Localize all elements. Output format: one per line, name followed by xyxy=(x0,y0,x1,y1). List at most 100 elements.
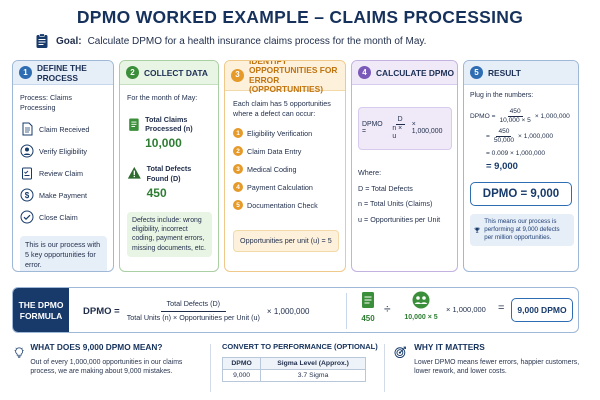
warning-icon xyxy=(127,167,141,179)
panel-identify-opportunities: 3 IDENTIFY OPPORTUNITIES FOR ERROR (OPPO… xyxy=(224,60,346,272)
why-title: WHY IT MATTERS xyxy=(414,342,485,352)
formula-numerator: D xyxy=(395,116,405,125)
clipboard-goal-icon xyxy=(36,33,48,48)
result-note: This means our process is performing at … xyxy=(484,217,560,241)
process-step: Review Claim xyxy=(20,162,107,184)
goal-row: Goal: Calculate DPMO for a health insura… xyxy=(34,33,426,49)
people-icon xyxy=(412,291,430,309)
result-badge: DPMO = 9,000 xyxy=(470,181,572,206)
result-equals-2: = xyxy=(486,133,490,141)
formula-band: THE DPMO FORMULA DPMO = Total Defects (D… xyxy=(12,287,579,333)
result-line-4: = 9,000 xyxy=(486,160,518,172)
result-denominator-1: 10,000 × 5 xyxy=(499,116,531,124)
result-numerator-1: 450 xyxy=(507,108,523,117)
panel-title: RESULT xyxy=(488,67,521,78)
convert-section: CONVERT TO PERFORMANCE (OPTIONAL) DPMO S… xyxy=(221,342,382,394)
process-step: Close Claim xyxy=(20,206,107,228)
opportunity-label: Payment Calculation xyxy=(247,182,313,192)
process-step-label: Make Payment xyxy=(39,190,87,200)
definition-opportunities: u = Opportunities per Unit xyxy=(358,214,441,224)
units-value: 10,000 xyxy=(145,136,182,151)
opportunity-number: 1 xyxy=(233,128,243,139)
document-icon xyxy=(22,122,33,136)
result-multiplier-1: × 1,000,000 xyxy=(534,112,570,120)
formula-lhs: DPMO = xyxy=(83,305,120,317)
panel-result: 5 RESULT Plug in the numbers: DPMO = 450… xyxy=(463,60,579,272)
process-step: Claim Received xyxy=(20,118,107,140)
opportunity-number: 4 xyxy=(233,182,243,193)
table-header: DPMO xyxy=(221,357,262,370)
defects-note: Defects include: wrong eligibility, inco… xyxy=(127,211,212,257)
definition-units: n = Total Units (Claims) xyxy=(358,199,433,209)
formula-multiplier: × 1,000,000 xyxy=(266,306,310,316)
formula-defects-number: 450 xyxy=(361,314,375,323)
step-number: 5 xyxy=(470,66,483,79)
step-number: 2 xyxy=(126,66,139,79)
panel-collect-data: 2 COLLECT DATA For the month of May: Tot… xyxy=(119,60,219,272)
step-number: 1 xyxy=(19,66,32,79)
units-block: Total Claims Processed (n) 10,000 xyxy=(127,115,212,150)
convert-title: CONVERT TO PERFORMANCE (OPTIONAL) xyxy=(222,342,378,351)
why-text: Lower DPMO means fewer errors, happier c… xyxy=(414,359,580,376)
step-number: 4 xyxy=(358,66,371,79)
process-step-label: Review Claim xyxy=(39,168,83,178)
opportunity-number: 3 xyxy=(233,164,243,175)
goal-text: Calculate DPMO for a health insurance cl… xyxy=(87,35,427,47)
opportunities-intro: Each claim has 5 opportunities where a d… xyxy=(233,99,331,118)
result-line-2: = 450 50,000 × 1,000,000 xyxy=(470,128,574,144)
document-stack-icon xyxy=(129,118,139,131)
opportunity-label: Eligibility Verification xyxy=(247,128,313,138)
panel-title: CALCULATE DPMO xyxy=(376,67,455,78)
formula-result: 9,000 DPMO xyxy=(511,298,573,322)
opportunity-label: Documentation Check xyxy=(247,200,318,210)
process-step-label: Close Claim xyxy=(39,212,78,222)
result-line-3: = 0.009 × 1,000,000 xyxy=(486,149,546,157)
opportunity-item: 3 Medical Coding xyxy=(233,160,339,178)
table-cell: 3.7 Sigma xyxy=(260,369,366,382)
process-step: $ Make Payment xyxy=(20,184,107,206)
person-check-icon xyxy=(20,144,34,158)
opportunity-item: 2 Claim Data Entry xyxy=(233,142,339,160)
units-label: Total Claims Processed (n) xyxy=(145,114,193,134)
svg-text:$: $ xyxy=(25,191,30,200)
where-label: Where: xyxy=(358,167,382,177)
formula-divider xyxy=(346,293,347,329)
meaning-title: WHAT DOES 9,000 DPMO MEAN? xyxy=(30,342,163,352)
panel-header: 3 IDENTIFY OPPORTUNITIES FOR ERROR (OPPO… xyxy=(225,60,345,94)
result-note-box: This means our process is performing at … xyxy=(470,213,574,246)
opportunity-item: 1 Eligibility Verification xyxy=(233,124,339,142)
target-icon xyxy=(394,346,406,359)
result-intro: Plug in the numbers: xyxy=(470,92,534,99)
calculate-formula: DPMO = D n × u × 1,000,000 xyxy=(358,107,452,150)
process-step-label: Claim Received xyxy=(39,124,90,134)
opportunity-label: Medical Coding xyxy=(247,164,297,174)
panel-define-process: 1 DEFINE THE PROCESS Process: Claims Pro… xyxy=(12,60,114,272)
definition-defects: D = Total Defects xyxy=(358,183,413,193)
opportunity-label: Claim Data Entry xyxy=(247,146,302,156)
table-cell: 9,000 xyxy=(221,369,262,382)
formula-numerator: Total Defects (D) xyxy=(160,299,227,312)
process-note: This is our process with 5 key opportuni… xyxy=(20,236,107,271)
formula-label: THE DPMO FORMULA xyxy=(13,288,69,332)
formula-fraction: Total Defects (D) Total Units (n) × Oppo… xyxy=(125,299,262,322)
process-label: Process: Claims Processing xyxy=(20,93,72,112)
formula-multiplier: × 1,000,000 xyxy=(411,121,443,136)
lightbulb-icon xyxy=(14,347,24,358)
defects-label: Total Defects Found (D) xyxy=(146,164,192,183)
panel-calculate-dpmo: 4 CALCULATE DPMO DPMO = D n × u × 1,000,… xyxy=(351,60,458,272)
formula-multiplier-2: × 1,000,000 xyxy=(446,305,486,314)
formula-denominator: n × u xyxy=(392,124,403,140)
result-line-1: DPMO = 450 10,000 × 5 × 1,000,000 xyxy=(470,108,574,124)
result-numerator-2: 450 xyxy=(496,128,512,138)
panel-title: IDENTIFY OPPORTUNITIES FOR ERROR (OPPORT… xyxy=(249,60,338,94)
result-denominator-2: 50,000 xyxy=(493,137,515,145)
opportunity-item: 4 Payment Calculation xyxy=(233,178,339,196)
defects-value: 450 xyxy=(146,185,167,200)
panel-header: 4 CALCULATE DPMO xyxy=(352,61,457,85)
meaning-text: Out of every 1,000,000 opportunities in … xyxy=(30,359,183,376)
opportunity-number: 2 xyxy=(233,146,243,157)
result-fraction-2: 450 50,000 xyxy=(492,128,516,144)
formula-denominator: Total Units (n) × Opportunities per Unit… xyxy=(126,312,260,322)
trophy-icon xyxy=(474,227,480,233)
